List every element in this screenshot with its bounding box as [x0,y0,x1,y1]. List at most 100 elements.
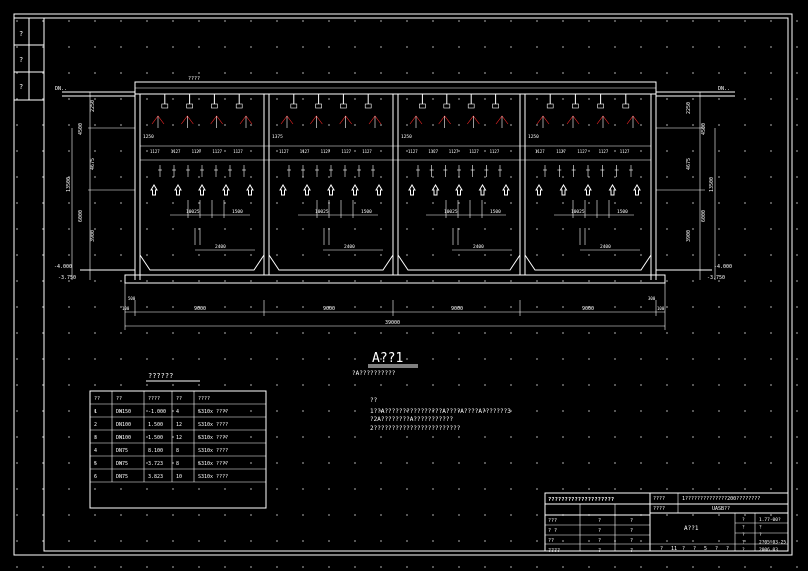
tb-right-value: 2?05-03-25 [759,540,786,546]
row-dim-b: 1127 [599,149,609,154]
table-cell: S310x ???? [198,409,228,415]
tb-left-label: ? ? [548,528,557,534]
table-cell: 3.823 [148,474,163,480]
drawing-title: A??1 [372,351,403,366]
right-dim-3: 4675 [686,158,692,170]
table-cell: -1.000 [148,409,166,415]
notes-label: ?? [370,397,378,404]
tb-left-right: ? [630,518,633,524]
bottom-row-dim: 2400 [473,244,484,250]
table-cell: S310x ???? [198,474,228,480]
tb-left-mid: ? [598,518,601,524]
pipe-label-left: DN.. [55,86,67,92]
row-dim-b: 1127 [300,149,310,154]
notes-line-1: 1??A????????????????A????A????A???????3 [370,408,511,415]
notes-line-3: 2???????????????????????? [370,425,461,432]
left-dim-3: 4675 [90,158,96,170]
table-header-cell: ?? [176,396,182,402]
row-dim-b: 1127 [233,149,243,154]
row-dim-b: 1127 [321,149,331,154]
tb-bottom-cell: 5 [704,546,707,552]
tb-right-value: 2006.03 [759,547,778,553]
tb-bottom-cell: ? [726,546,729,552]
row-dim-b: 1127 [469,149,479,154]
row-dim-b: 1127 [620,149,630,154]
table-cell: 3 [94,435,97,441]
row-dim-b: 1127 [577,149,587,154]
table-cell: 8 [176,448,179,454]
table-cell: DN100 [116,422,131,428]
row-dim-a: 1250 [401,134,412,140]
table-cell: DN75 [116,474,128,480]
tb-right-label: ? [742,532,745,538]
row-dim-a: 1250 [143,134,154,140]
right-dim-6: 3900 [686,230,692,242]
left-dim-4: 13500 [66,177,72,192]
table-cell: 8 [176,461,179,467]
drawing-label: ???? [653,506,665,512]
table-cell: DN75 [116,461,128,467]
notes-block: ?? 1??A????????????????A????A????A??????… [370,397,511,432]
table-cell: 1.500 [148,422,163,428]
tb-right-label: ? [742,540,745,546]
left-dim-1: 4500 [78,123,84,135]
tb-right-label: ? [742,525,745,531]
table-cell: S310x ???? [198,435,228,441]
bay-dim-4: 9000 [582,306,594,312]
right-dim-5: 6000 [701,210,707,222]
elevation-left: -4.000 [54,264,72,270]
center-name: A??1 [684,525,699,532]
elevation-right: -4.000 [714,264,732,270]
project-value: 1??????????????200???????? [682,496,760,502]
tb-right-value: ? [759,525,762,531]
inner-frame-border [43,17,789,552]
right-end-dim-1: 300 [648,296,656,301]
left-end-dim-2: 500 [128,296,136,301]
tb-right-value: 1.77-00? [759,517,781,523]
drawing-value: UASB?? [712,506,730,512]
row-dim-c: 10025 [571,209,585,215]
table-cell: S310x ???? [198,448,228,454]
strip-label-2: ? [19,56,23,64]
tb-left-label: ?? [548,538,554,544]
bottom-row-dim: 2400 [344,244,355,250]
table-cell: 4 [94,448,97,454]
table-cell: 2 [94,422,97,428]
row-dim-b: 1127 [150,149,160,154]
row-dim-a: 1250 [528,134,539,140]
table-cell: 10 [176,474,182,480]
tb-left-right: ? [630,538,633,544]
tb-left-label: ??? [548,518,557,524]
table-cell: S310x ???? [198,422,228,428]
left-binding-strip: ? ? ? [13,17,45,101]
overall-dim: 39000 [385,320,400,326]
table-cell: 12 [176,435,182,441]
outer-sheet-border [13,13,793,556]
right-end-dim-2: 100 [657,306,665,311]
top-label: ???? [188,76,200,82]
tb-bottom-cell: ? [660,546,663,552]
row-dim-b: 1127 [171,149,181,154]
row-dim-b: 1127 [192,149,202,154]
notes-line-2: ?2A????????A??????????? [370,416,453,423]
row-dim-b: 1127 [428,149,438,154]
table-cell: 1.500 [148,435,163,441]
row-dim-a: 1375 [272,134,283,140]
table-cell: 1 [94,409,97,415]
tb-left-mid: ? [598,528,601,534]
drawing-subtitle: ?A?????????? [352,370,396,377]
left-dim-6: 3900 [90,230,96,242]
row-dim-b: 1127 [556,149,566,154]
table-cell: 5 [94,461,97,467]
company-name: ???????????????????? [548,497,614,503]
project-label: ???? [653,496,665,502]
left-dim-2: 2250 [90,100,96,112]
tb-left-right: ? [630,528,633,534]
row-dim-c2: 1500 [490,209,501,215]
bay-dim-3: 9000 [451,306,463,312]
row-dim-c: 10025 [315,209,329,215]
right-dim-1: 2250 [686,102,692,114]
tb-bottom-cell: ? [715,546,718,552]
strip-label-1: ? [19,30,23,38]
